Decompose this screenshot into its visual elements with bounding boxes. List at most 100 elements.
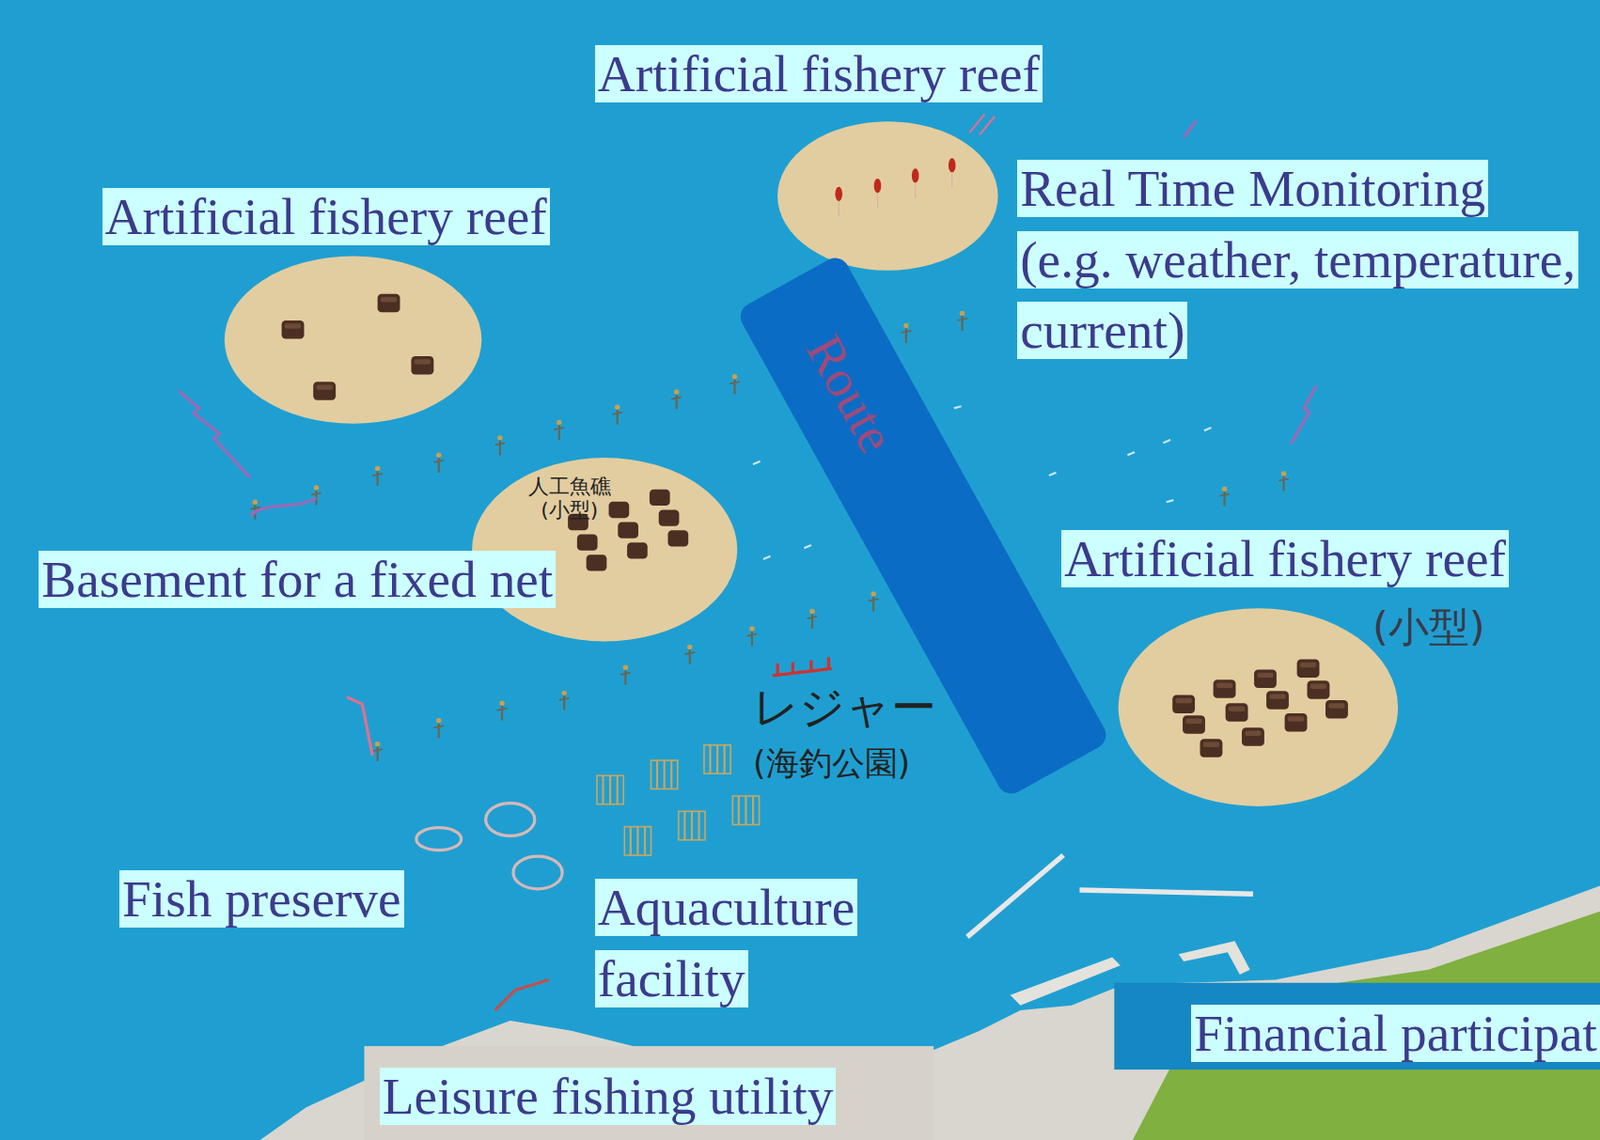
reef-block-part — [1213, 679, 1237, 699]
diver-marker-part — [559, 690, 570, 711]
fish-preserve-label: Fish preserve — [119, 863, 405, 936]
leisure-area-note: (海釣公園) — [752, 742, 910, 786]
fish-preserve-ring-part — [486, 803, 535, 837]
fixed-net-line-part — [346, 697, 373, 756]
fish-preserve-ring-part — [416, 828, 462, 851]
label-text: Real Time Monitoring (e.g. weather, temp… — [1017, 159, 1579, 361]
reef-block — [586, 554, 608, 571]
diver-marker-part — [433, 453, 444, 473]
aquaculture-rack-part — [732, 796, 759, 825]
reef-label: Artificial fishery reef — [595, 38, 1044, 110]
coast-part — [494, 980, 550, 1012]
small-fish-part — [954, 406, 962, 408]
reef-block-part — [1241, 727, 1265, 747]
reef-block-part — [1182, 715, 1206, 735]
small-fish-part — [1166, 500, 1175, 502]
aquaculture-rack — [596, 745, 760, 856]
coast-part — [967, 855, 1064, 938]
fixed-net-line-part — [1183, 120, 1196, 138]
fixed-net-line-part — [969, 114, 995, 136]
reef-block-part — [1200, 738, 1224, 758]
small-fish-part — [763, 556, 771, 560]
reef-caption: 人工魚礁 (小型) — [516, 475, 623, 523]
aquaculture-rack-part — [651, 760, 678, 789]
label-text: Basement for a fixed net — [38, 550, 556, 609]
label-text: Financial participat — [1191, 1004, 1600, 1063]
reef-block-part — [377, 294, 401, 314]
label-text: Artificial fishery reef — [1061, 530, 1509, 588]
reef-block-part — [1254, 669, 1277, 689]
reef-block-part — [1225, 703, 1249, 722]
reef-label: Artificial fishery reef — [1061, 523, 1510, 596]
reef-block-part — [410, 356, 434, 376]
coast-part — [1010, 957, 1121, 1006]
reef-block — [609, 501, 630, 518]
diver-marker-part — [671, 389, 682, 409]
label-text: Aquaculture facility — [595, 878, 859, 1008]
diver-marker-part — [497, 701, 508, 722]
coast-part — [364, 1046, 935, 1140]
diver-marker-part — [494, 435, 505, 455]
fixed-net-line-part — [1290, 385, 1317, 444]
reef-block-part — [313, 381, 336, 401]
label-text: Fish preserve — [119, 870, 405, 928]
coast-part — [1113, 983, 1600, 1070]
reef-block — [658, 510, 680, 527]
aquaculture-label: Aquaculture facility — [595, 872, 914, 1016]
coast-part — [1079, 890, 1254, 895]
diver-marker-part — [807, 609, 818, 629]
coast-part — [260, 886, 1600, 1140]
small-fish-part — [1204, 427, 1212, 431]
diver-marker-part — [372, 466, 383, 487]
diver-marker-part — [1219, 486, 1230, 506]
reef-block-part — [282, 320, 305, 340]
diver-marker-part — [433, 718, 444, 738]
diver-marker-part — [611, 405, 623, 425]
route-name: Route — [792, 324, 908, 464]
label-text: Artificial fishery reef — [102, 188, 550, 246]
reef-label: Artificial fishery reef — [102, 181, 551, 253]
aquaculture-rack-part — [704, 745, 731, 774]
monitoring-buoy-part — [874, 178, 882, 208]
coast-part — [1132, 911, 1600, 1140]
diver-marker-part — [620, 664, 631, 685]
fish-preserve-ring-part — [513, 856, 563, 890]
diver-marker-part — [311, 485, 322, 505]
sand-reef-part — [1118, 608, 1398, 807]
reef-block-part — [1172, 695, 1195, 715]
diver-marker-part — [956, 311, 968, 331]
monitoring-buoy-part — [911, 168, 920, 198]
monitoring-label: Real Time Monitoring (e.g. weather, temp… — [1017, 153, 1577, 367]
diver-marker-part — [747, 626, 758, 646]
reef-block — [282, 294, 1349, 758]
reef-block-part — [1325, 700, 1349, 720]
fish-preserve-ring — [416, 803, 563, 890]
small-fish-part — [803, 545, 812, 549]
reef-block — [618, 522, 640, 539]
small-fish-part — [1049, 472, 1057, 476]
coast — [260, 855, 1600, 1140]
leisure-fishing-label: Leisure fishing utility — [379, 1061, 837, 1133]
reef-block-part — [1266, 690, 1289, 710]
reef-block-part — [1306, 680, 1330, 700]
diver-marker-part — [900, 323, 911, 344]
label-text: Artificial fishery reef — [595, 45, 1043, 103]
diver-marker-part — [1278, 470, 1289, 491]
diver-marker-part — [868, 591, 879, 612]
aquaculture-rack-part — [596, 775, 624, 804]
reef-block — [649, 489, 671, 506]
small-fish-part — [1162, 439, 1171, 443]
fixed-net-label: Basement for a fixed net — [38, 544, 580, 616]
reef-block-part — [1297, 659, 1320, 679]
coast-part — [1178, 941, 1251, 975]
fixed-net-line-part — [250, 498, 317, 516]
sand-reef-part — [777, 121, 998, 271]
leisure-area-name: レジャー — [752, 677, 937, 738]
reef-block — [627, 542, 649, 559]
monitoring-buoy-part — [834, 187, 843, 217]
small-fish-part — [1127, 452, 1135, 455]
aquaculture-rack-part — [624, 827, 651, 856]
reef-block-part — [1285, 713, 1308, 733]
size-note: (小型) — [1372, 599, 1486, 656]
sand-reef-part — [224, 256, 483, 424]
